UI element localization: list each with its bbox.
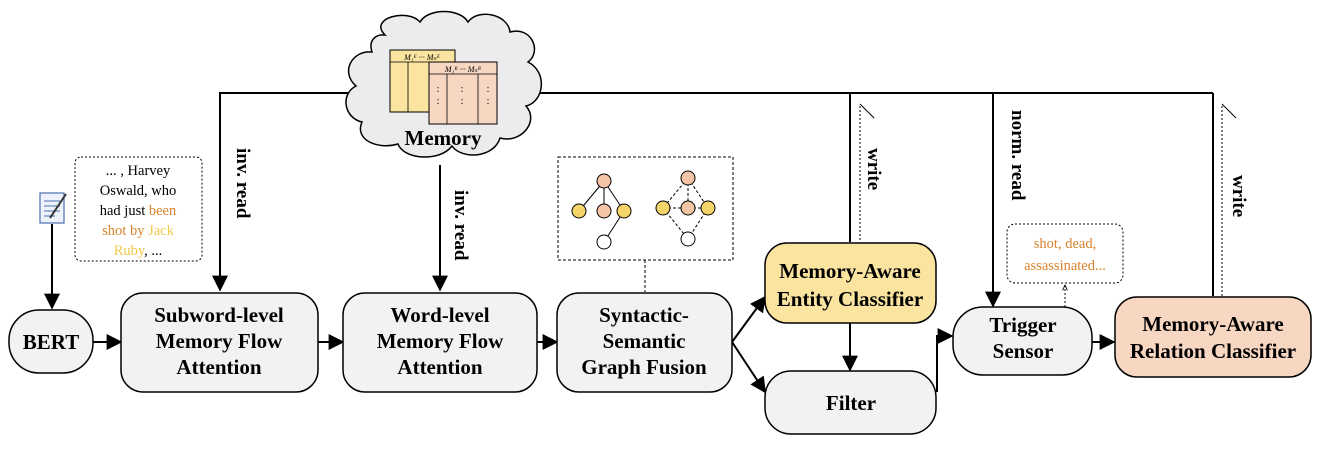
inv-read-label-1: inv. read — [232, 148, 253, 219]
svg-text::: : — [461, 84, 464, 95]
relation-memory-matrix: M₁ᴿ ··· Mₙᴿ : : : : : : — [428, 61, 498, 125]
svg-text:Memory-Aware: Memory-Aware — [1142, 312, 1283, 336]
sentence-line-2: Oswald, who — [100, 183, 177, 199]
svg-text:Trigger: Trigger — [989, 313, 1056, 337]
svg-text:Syntactic-: Syntactic- — [599, 303, 689, 327]
flow-arrows — [93, 295, 1116, 394]
svg-text::: : — [461, 96, 464, 107]
svg-text:Graph Fusion: Graph Fusion — [581, 355, 707, 379]
svg-text:Word-level: Word-level — [390, 303, 489, 327]
trigger-words-box: shot, dead, assassinated... — [1006, 223, 1124, 307]
filter-node: Filter — [764, 370, 937, 435]
relation-classifier-node: Memory-Aware Relation Classifier — [1114, 296, 1312, 378]
write-label-1: write — [863, 148, 884, 190]
graph-fusion-node: Syntactic- Semantic Graph Fusion — [556, 292, 733, 393]
memory-cloud: M₁ᴱ ··· Mₙᴱ M₁ᴿ ··· Mₙᴿ : : : : : : Memo… — [345, 10, 543, 158]
svg-text:Attention: Attention — [176, 355, 261, 379]
sentence-line-1: ... , Harvey — [106, 163, 171, 179]
document-icon — [39, 192, 67, 224]
entity-matrix-label: M₁ᴱ ··· Mₙᴱ — [403, 53, 441, 62]
trigger-sensor-node: Trigger Sensor — [952, 306, 1093, 376]
trigger-words-line-1: shot, dead, — [1034, 236, 1096, 252]
svg-text::: : — [437, 96, 440, 107]
svg-text:Attention: Attention — [397, 355, 482, 379]
trigger-words-line-2: assassinated... — [1024, 258, 1106, 274]
write-arrow-relation — [1221, 103, 1237, 296]
subword-attention-node: Subword-level Memory Flow Attention — [120, 292, 319, 393]
sentence-line-3: had just been — [100, 203, 177, 219]
input-sentence-box: ... , Harvey Oswald, who had just been s… — [74, 156, 203, 262]
write-arrow-entity — [859, 103, 875, 240]
svg-text:Filter: Filter — [826, 391, 876, 415]
svg-text:Entity Classifier: Entity Classifier — [777, 287, 923, 311]
svg-text:Memory Flow: Memory Flow — [377, 329, 504, 353]
relation-matrix-label: M₁ᴿ ··· Mₙᴿ — [444, 65, 482, 74]
memory-label: Memory — [405, 126, 482, 150]
inv-read-label-2: inv. read — [450, 190, 471, 261]
word-attention-node: Word-level Memory Flow Attention — [342, 292, 538, 393]
svg-text:Semantic: Semantic — [603, 329, 686, 353]
graph-illustration — [557, 156, 734, 292]
svg-text::: : — [487, 84, 490, 95]
sentence-line-5: Ruby, ... — [114, 243, 163, 259]
entity-classifier-node: Memory-Aware Entity Classifier — [764, 242, 937, 324]
memory-bus — [212, 92, 1214, 308]
svg-text:Relation Classifier: Relation Classifier — [1130, 339, 1296, 363]
write-label-2: write — [1228, 175, 1249, 217]
svg-text:Memory Flow: Memory Flow — [156, 329, 283, 353]
svg-text:Memory-Aware: Memory-Aware — [779, 259, 920, 283]
sentence-line-4: shot by Jack — [102, 223, 174, 239]
svg-text::: : — [437, 84, 440, 95]
svg-text:Subword-level: Subword-level — [154, 303, 284, 327]
norm-read-label: norm. read — [1007, 110, 1028, 201]
svg-text::: : — [487, 96, 490, 107]
svg-text:BERT: BERT — [23, 330, 79, 354]
svg-text:Sensor: Sensor — [993, 339, 1054, 363]
bert-node: BERT — [8, 309, 94, 374]
